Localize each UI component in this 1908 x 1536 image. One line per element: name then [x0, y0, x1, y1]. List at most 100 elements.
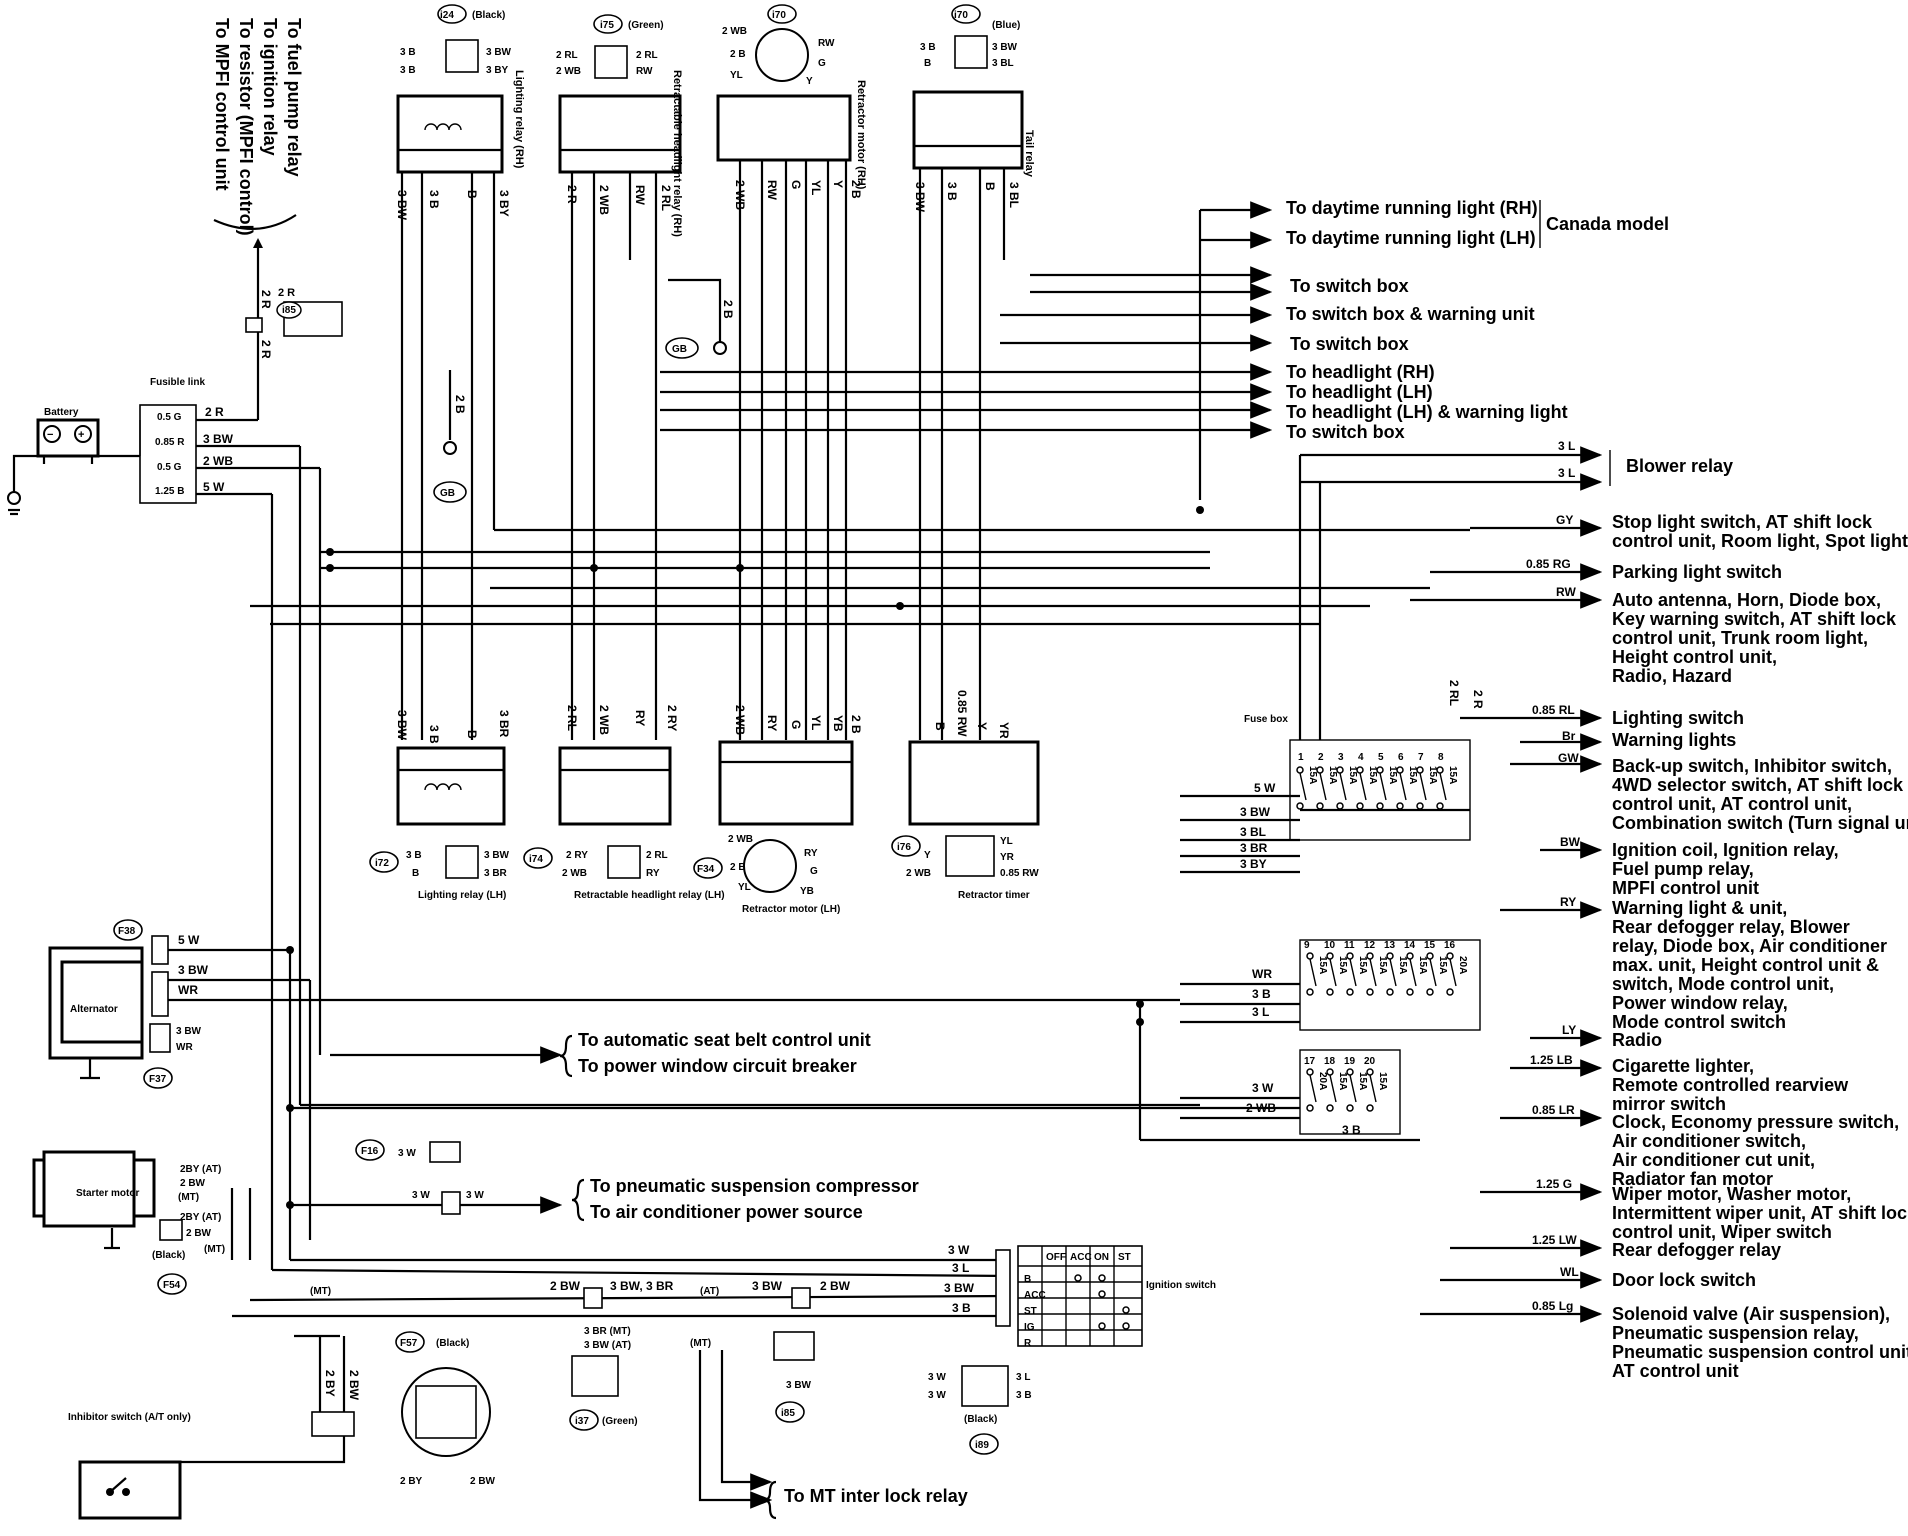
svg-text:F37: F37: [149, 1074, 167, 1085]
right-label-ignition: MPFI control unit: [1612, 878, 1759, 898]
svg-text:2 R: 2 R: [278, 287, 295, 299]
svg-text:2 RL: 2 RL: [556, 50, 578, 61]
svg-text:WR: WR: [1252, 967, 1272, 981]
svg-text:2 BW: 2 BW: [470, 1476, 496, 1487]
svg-text:Lighting relay (RH): Lighting relay (RH): [513, 70, 525, 169]
right-label-backup: Back-up switch, Inhibitor switch,: [1612, 756, 1892, 776]
right-label-antenna: control unit, Trunk room light,: [1612, 628, 1868, 648]
svg-text:1.25 B: 1.25 B: [155, 486, 184, 497]
svg-text:2 BY: 2 BY: [323, 1370, 337, 1397]
fuse-number: 10: [1324, 940, 1336, 951]
svg-text:BW: BW: [1560, 835, 1581, 849]
svg-text:3 BR: 3 BR: [497, 710, 511, 738]
svg-text:3 W: 3 W: [928, 1390, 946, 1401]
right-label-wiper: Wiper motor, Washer motor,: [1612, 1184, 1851, 1204]
bottom-relays: 3 BW 3 B B 3 BR i72 3 B B 3 BW 3 BR Ligh…: [369, 690, 1040, 915]
right-label-warning: Warning lights: [1612, 730, 1736, 750]
svg-text:RY: RY: [633, 710, 647, 726]
svg-text:3 B: 3 B: [1016, 1390, 1032, 1401]
left-trunk: To automatic seat belt control unit To p…: [270, 446, 1300, 1270]
svg-text:Retractor motor (RH): Retractor motor (RH): [855, 80, 867, 190]
ign-col-label: ST: [1118, 1252, 1131, 1263]
svg-text:3 BW: 3 BW: [176, 1026, 202, 1037]
svg-text:WR: WR: [176, 1042, 193, 1053]
svg-text:GW: GW: [1558, 751, 1579, 765]
top-right-labels: To daytime running light (RH) To daytime…: [1286, 198, 1733, 740]
ign-row-label: B: [1024, 1274, 1031, 1285]
svg-text:2 BW: 2 BW: [550, 1279, 581, 1293]
svg-text:RY: RY: [765, 715, 779, 731]
svg-text:2 B: 2 B: [453, 395, 467, 414]
top-relays: i24 (Black) 3 B 3 B 3 BW 3 BY Lighting r…: [396, 4, 1035, 237]
fuse-rating: 15A: [1377, 1072, 1388, 1090]
svg-text:i72: i72: [375, 858, 389, 869]
svg-text:Y: Y: [806, 76, 813, 87]
label-fuel-pump-relay: To fuel pump relay: [284, 18, 304, 177]
right-label-stop: control unit, Room light, Spot light: [1612, 531, 1908, 551]
right-label-stop: Stop light switch, AT shift lock: [1612, 512, 1873, 532]
svg-text:i75: i75: [600, 20, 614, 31]
svg-text:3 L: 3 L: [1252, 1005, 1269, 1019]
fuse-number: 2: [1318, 752, 1324, 763]
svg-text:1.25 G: 1.25 G: [1536, 1177, 1572, 1191]
ign-row-label: R: [1024, 1338, 1032, 1349]
svg-text:0.5 G: 0.5 G: [157, 412, 182, 423]
svg-text:G: G: [789, 720, 803, 729]
svg-text:F38: F38: [118, 926, 136, 937]
svg-text:i24: i24: [440, 10, 454, 21]
svg-text:To switch box: To switch box: [1286, 422, 1405, 442]
label-mpfi: To MPFI control unit: [212, 18, 232, 191]
svg-text:(MT): (MT): [178, 1192, 199, 1203]
svg-text:2 B: 2 B: [721, 300, 735, 319]
svg-text:2 B: 2 B: [730, 49, 746, 60]
svg-text:Retractable headlight relay (R: Retractable headlight relay (RH): [671, 70, 683, 237]
svg-text:2 WB: 2 WB: [556, 66, 581, 77]
svg-text:YL: YL: [730, 70, 743, 81]
svg-text:0.5 G: 0.5 G: [157, 462, 182, 473]
fuse-rating: 15A: [1307, 766, 1318, 784]
svg-text:Tail relay: Tail relay: [1023, 130, 1035, 178]
svg-text:0.85 RL: 0.85 RL: [1532, 703, 1575, 717]
right-label-antenna: Radio, Hazard: [1612, 666, 1732, 686]
svg-text:RW: RW: [636, 66, 653, 77]
svg-text:2 RY: 2 RY: [566, 850, 588, 861]
svg-text:G: G: [789, 180, 803, 189]
svg-text:3 BW: 3 BW: [992, 42, 1018, 53]
right-label-antenna: Height control unit,: [1612, 647, 1777, 667]
svg-text:WR: WR: [178, 983, 198, 997]
svg-text:(AT): (AT): [700, 1286, 719, 1297]
svg-text:2 WB: 2 WB: [728, 834, 753, 845]
right-label-parking: Parking light switch: [1612, 562, 1782, 582]
svg-text:Starter motor: Starter motor: [76, 1188, 139, 1199]
fuse-rating: 20A: [1457, 956, 1468, 974]
fuse-number: 12: [1364, 940, 1376, 951]
svg-text:2 WB: 2 WB: [597, 705, 611, 735]
svg-text:3 B: 3 B: [945, 182, 959, 201]
svg-text:YR: YR: [1000, 852, 1015, 863]
svg-text:3 B: 3 B: [952, 1301, 971, 1315]
svg-text:3 B: 3 B: [406, 850, 422, 861]
svg-text:To air conditioner power sourc: To air conditioner power source: [590, 1202, 863, 1222]
svg-text:3 BW: 3 BW: [178, 963, 209, 977]
fuse-number: 19: [1344, 1056, 1356, 1067]
svg-text:To daytime running light (RH): To daytime running light (RH): [1286, 198, 1538, 218]
svg-text:3 L: 3 L: [1558, 466, 1575, 480]
svg-text:YL: YL: [1000, 836, 1013, 847]
fuse-rating: 15A: [1387, 766, 1398, 784]
svg-text:Fuse box: Fuse box: [1244, 714, 1288, 725]
fuse-number: 13: [1384, 940, 1396, 951]
svg-text:To switch box: To switch box: [1290, 334, 1409, 354]
svg-text:2 RL: 2 RL: [1447, 680, 1461, 706]
svg-text:2 WB: 2 WB: [906, 868, 931, 879]
svg-text:i37: i37: [575, 1416, 589, 1427]
svg-text:3 BW: 3 BW: [203, 432, 234, 446]
svg-text:RY: RY: [1560, 895, 1576, 909]
svg-text:2 WB: 2 WB: [733, 705, 747, 735]
svg-text:3 BW: 3 BW: [395, 710, 409, 741]
ign-row-label: ST: [1024, 1306, 1037, 1317]
svg-text:3 B: 3 B: [400, 65, 416, 76]
svg-text:Y: Y: [975, 722, 989, 730]
svg-text:(Black): (Black): [472, 10, 505, 21]
alternator-group: F38 Alternator 5 W 3 BW WR 3 BW WR F37: [48, 919, 1180, 1089]
